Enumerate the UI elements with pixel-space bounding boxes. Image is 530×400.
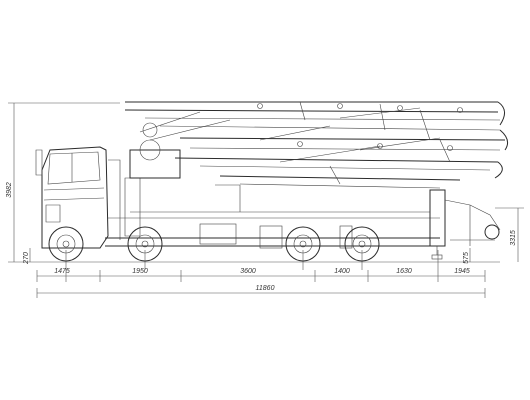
dim-1950: 1950 bbox=[132, 268, 148, 275]
dim-right-small: 575 bbox=[463, 252, 470, 264]
boom-assembly bbox=[124, 101, 509, 189]
dim-overall-length: 11860 bbox=[256, 285, 275, 292]
truck-cab bbox=[35, 146, 121, 249]
dim-1945: 1945 bbox=[454, 268, 470, 275]
dim-1400: 1400 bbox=[334, 268, 350, 275]
dim-left-small: 270 bbox=[23, 252, 30, 265]
chassis-frame bbox=[105, 177, 440, 249]
dim-1475: 1475 bbox=[54, 268, 70, 275]
dim-rear-height: 3315 bbox=[510, 230, 517, 246]
dim-3600: 3600 bbox=[240, 268, 256, 275]
dim-height: 3982 bbox=[6, 182, 13, 198]
dimension-lines bbox=[8, 102, 524, 298]
dim-1630: 1630 bbox=[396, 268, 412, 275]
rear-pump-unit bbox=[429, 189, 501, 260]
wheels bbox=[48, 226, 380, 262]
